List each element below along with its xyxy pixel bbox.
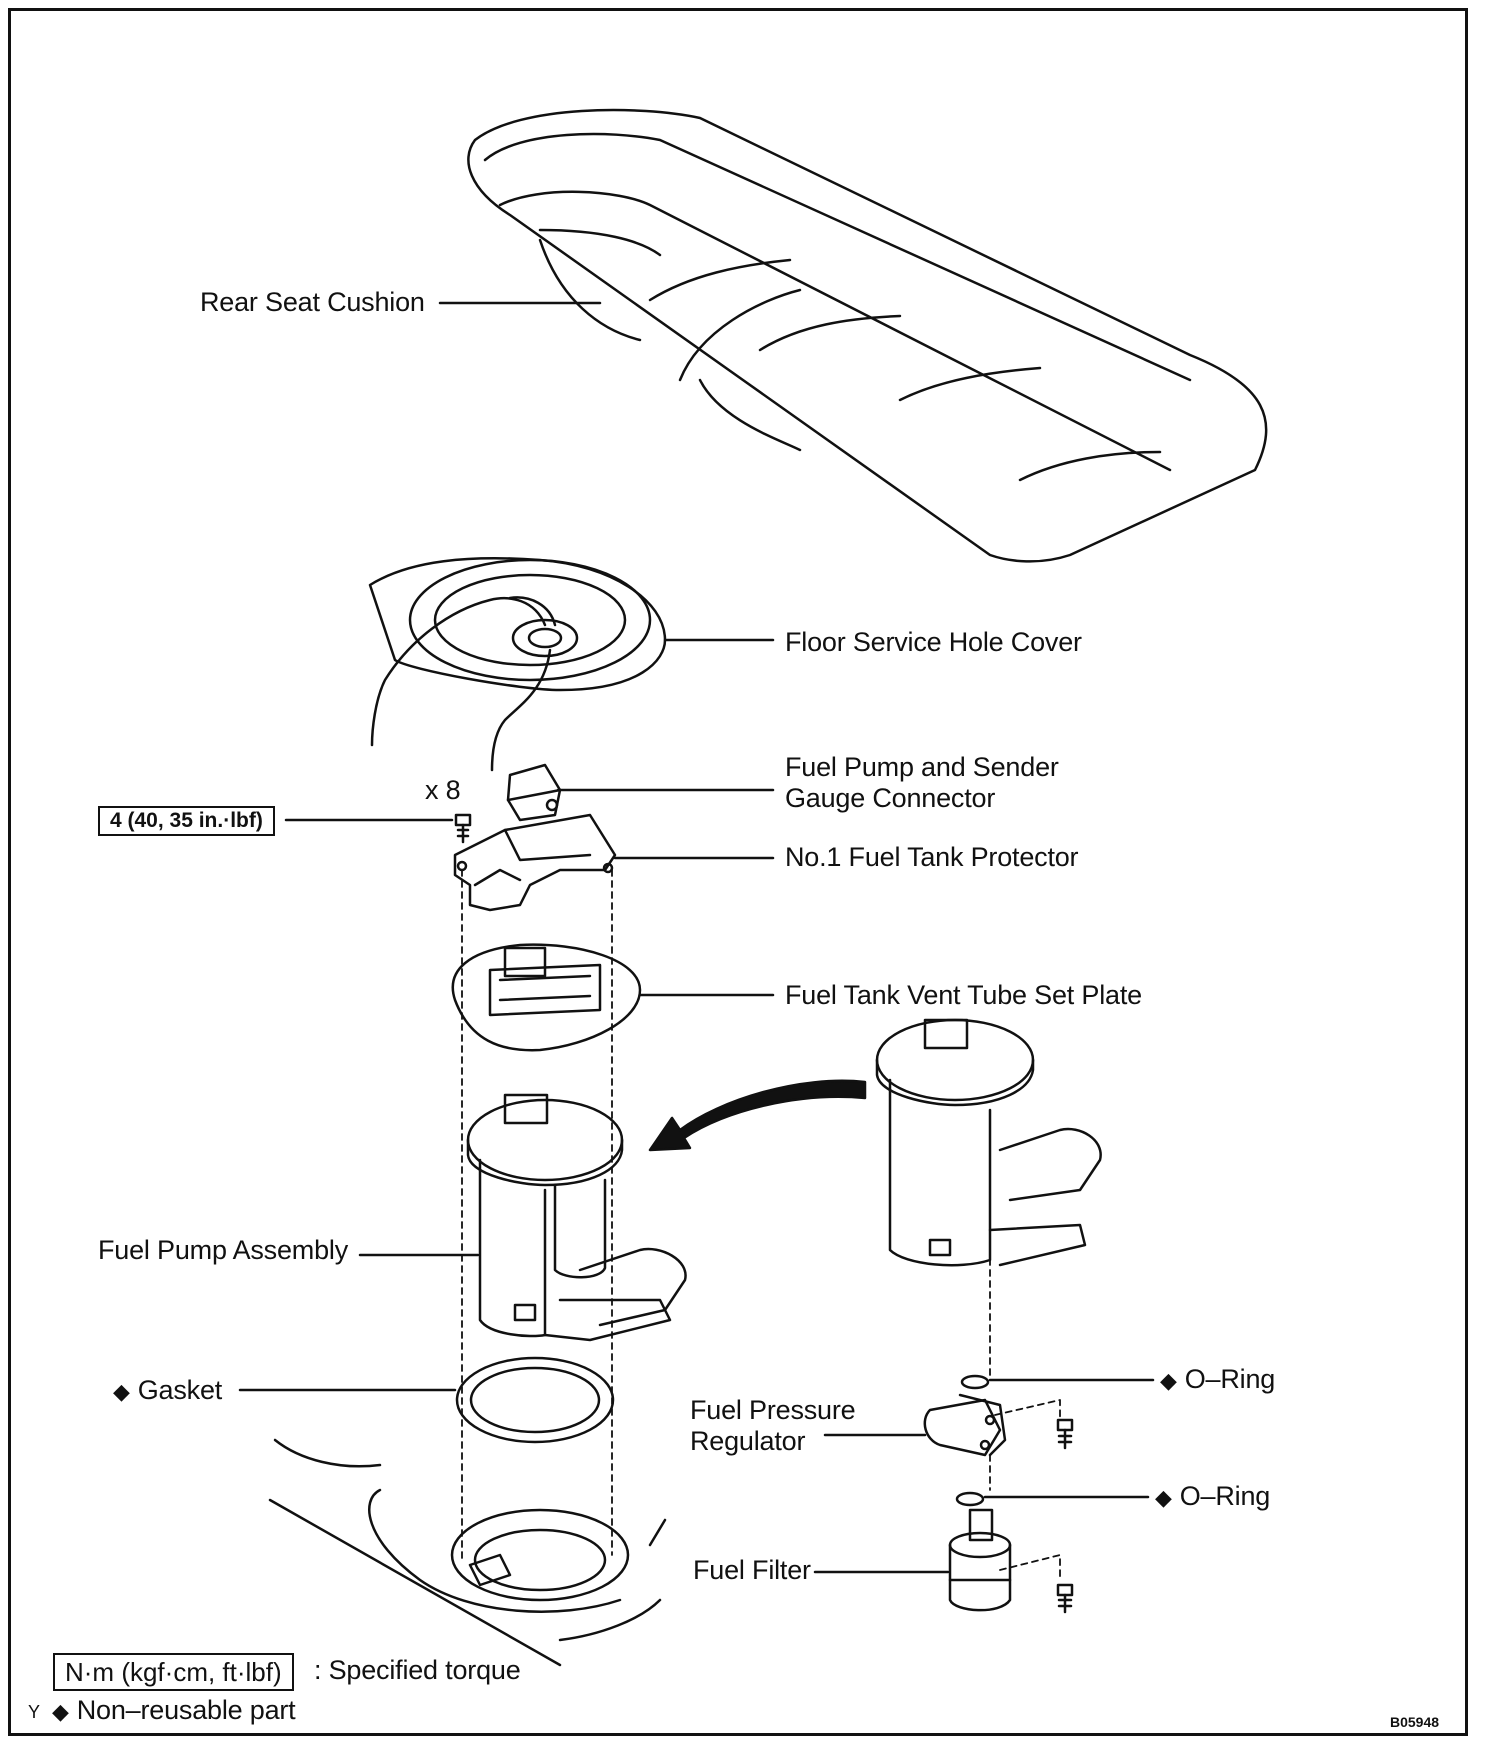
connector-label-line1: Fuel Pump and Sender (785, 752, 1059, 782)
regulator-label-line2: Regulator (690, 1426, 806, 1456)
legend-corner-mark: Y (28, 1702, 40, 1722)
diagram-frame (8, 8, 1468, 1736)
rear-seat-cushion-drawing (467, 108, 1268, 563)
fuel-filter-drawing (813, 1508, 1074, 1614)
o-ring-upper-drawing (960, 1374, 1155, 1390)
fuel-pump-assembly-drawing (358, 1093, 687, 1342)
legend-non-reusable: ◆Non–reusable part (52, 1695, 296, 1725)
vent-tube-plate-label: Fuel Tank Vent Tube Set Plate (785, 980, 1142, 1010)
protector-label: No.1 Fuel Tank Protector (785, 842, 1079, 872)
tank-opening-drawing (268, 1438, 667, 1667)
regulator-drawing (823, 1393, 1074, 1457)
non-reusable-diamond-icon: ◆ (52, 1699, 69, 1724)
non-reusable-diamond-icon: ◆ (1155, 1485, 1172, 1510)
o-ring-lower-label: ◆O–Ring (1155, 1481, 1271, 1511)
regulator-label-line1: Fuel Pressure (690, 1395, 856, 1425)
o-ring-upper-label: ◆O–Ring (1160, 1364, 1276, 1394)
non-reusable-diamond-icon: ◆ (1160, 1368, 1177, 1393)
rear-seat-cushion-label: Rear Seat Cushion (200, 287, 425, 317)
legend-torque-desc: : Specified torque (314, 1655, 521, 1685)
bolt-drawing (284, 813, 472, 844)
fuel-pump-right-drawing (875, 1018, 1102, 1267)
fuel-filter-label: Fuel Filter (693, 1555, 811, 1585)
floor-service-hole-cover-label: Floor Service Hole Cover (785, 627, 1082, 657)
non-reusable-diamond-icon: ◆ (113, 1379, 130, 1404)
o-ring-lower-drawing (955, 1491, 1150, 1507)
bolt-count-label: x 8 (425, 775, 461, 805)
floor-service-hole-cover-drawing (368, 557, 775, 772)
protector-drawing (453, 813, 775, 912)
torque-spec-box: 4 (40, 35 in.·lbf) (98, 806, 275, 836)
connector-drawing (506, 763, 775, 822)
vent-tube-plate-drawing (451, 943, 775, 1052)
diagram-code: B05948 (1390, 1714, 1440, 1730)
fuel-pump-assembly-label: Fuel Pump Assembly (98, 1235, 348, 1265)
connector-label-line2: Gauge Connector (785, 783, 996, 813)
gasket-drawing (238, 1356, 615, 1444)
gasket-label: ◆Gasket (113, 1375, 223, 1405)
transition-arrow (648, 1079, 867, 1152)
legend-torque-unit-box: N·m (kgf·cm, ft·lbf) (53, 1653, 294, 1691)
